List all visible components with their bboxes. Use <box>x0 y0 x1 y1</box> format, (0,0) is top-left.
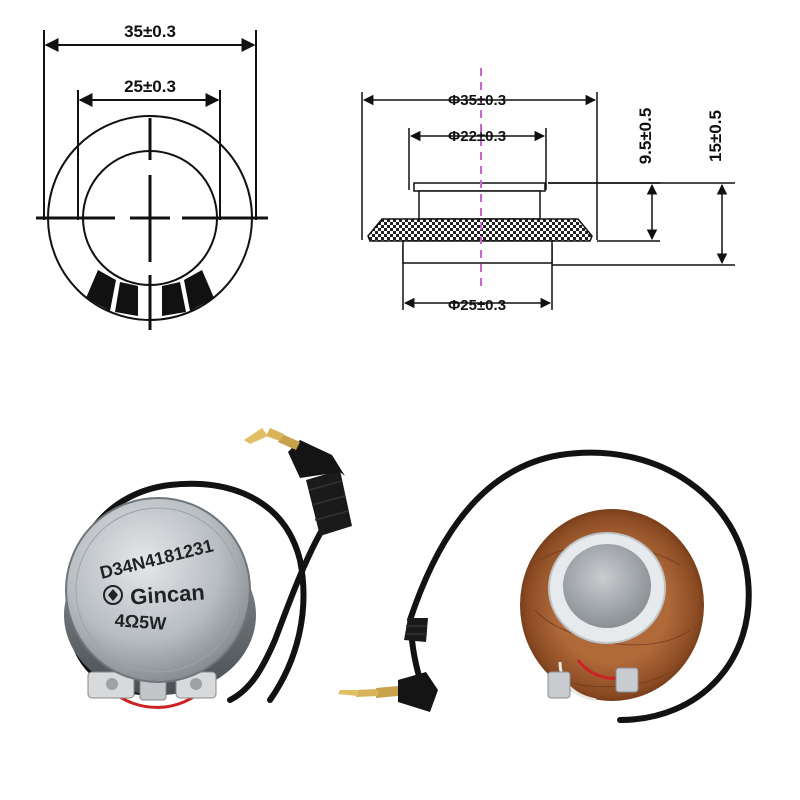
top-plate <box>413 182 546 192</box>
cable-loop-right <box>407 449 752 723</box>
bottom-cup <box>402 240 553 264</box>
front-view-terminal-segments <box>86 270 214 316</box>
magnet-body <box>418 190 541 220</box>
speaker-front-photo <box>338 449 752 723</box>
side-view-drawing <box>361 92 735 310</box>
speaker-back-plate <box>65 497 251 683</box>
bottom-diameter-label: Φ25±0.3 <box>448 297 506 314</box>
outer-width-label: 35±0.3 <box>124 22 176 41</box>
speaker-brand-text: Gincan <box>129 579 205 609</box>
audio-plug-left <box>288 440 345 478</box>
speaker-back-photo <box>64 428 352 709</box>
outer-diameter-label: Φ35±0.3 <box>448 92 506 109</box>
total-height-label: 15±0.5 <box>706 110 725 162</box>
magnet-height-label: 9.5±0.5 <box>636 108 655 165</box>
front-view-drawing <box>36 30 268 330</box>
top-diameter-label: Φ22±0.3 <box>448 128 506 145</box>
audio-plug-right <box>398 672 438 712</box>
inner-width-label: 25±0.3 <box>124 77 176 96</box>
brand-logo-icon <box>103 585 123 605</box>
speaker-rating-text: 4Ω5W <box>114 610 167 634</box>
magnet-dome <box>563 544 651 628</box>
